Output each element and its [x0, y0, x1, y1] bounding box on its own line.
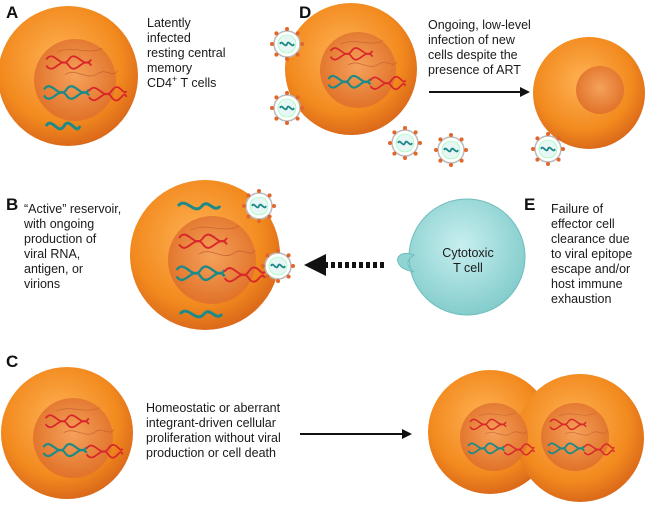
- ctl-label: Cytotoxic T cell: [442, 246, 494, 275]
- panel-d-text: Ongoing, low-level infection of new cell…: [428, 18, 531, 77]
- panel-label-d: D: [299, 3, 312, 22]
- infected-cell-d: [285, 3, 417, 135]
- hiv-virion-icon: [241, 188, 277, 224]
- proliferating-cell-c: [1, 367, 133, 499]
- panel-label-e: E: [524, 195, 536, 214]
- hiv-virion-icon: [387, 125, 423, 161]
- hiv-virion-icon: [260, 248, 296, 284]
- dashed-left-arrow-icon: [304, 254, 384, 276]
- new-infected-cell-d: [533, 37, 645, 149]
- hiv-virion-icon: [433, 132, 469, 168]
- hiv-virion-icon: [269, 90, 305, 126]
- panel-label-a: A: [6, 3, 19, 22]
- latent-cell-a: [0, 6, 138, 146]
- dividing-cells-c: [428, 370, 644, 502]
- cytotoxic-t-cell: [397, 198, 526, 316]
- panel-b-text: “Active” reservoir, with ongoing product…: [24, 202, 122, 291]
- panel-e-text: Failure of effector cell clearance due t…: [551, 202, 633, 306]
- panel-c-text: Homeostatic or aberrant integrant-driven…: [146, 401, 281, 460]
- active-reservoir-cell-b: [130, 180, 280, 330]
- panel-label-c: C: [6, 352, 19, 371]
- panel-label-b: B: [6, 195, 19, 214]
- panel-a-text: Latently infected resting central memory…: [147, 16, 226, 90]
- hiv-virion-icon: [530, 131, 566, 167]
- hiv-virion-icon: [269, 26, 305, 62]
